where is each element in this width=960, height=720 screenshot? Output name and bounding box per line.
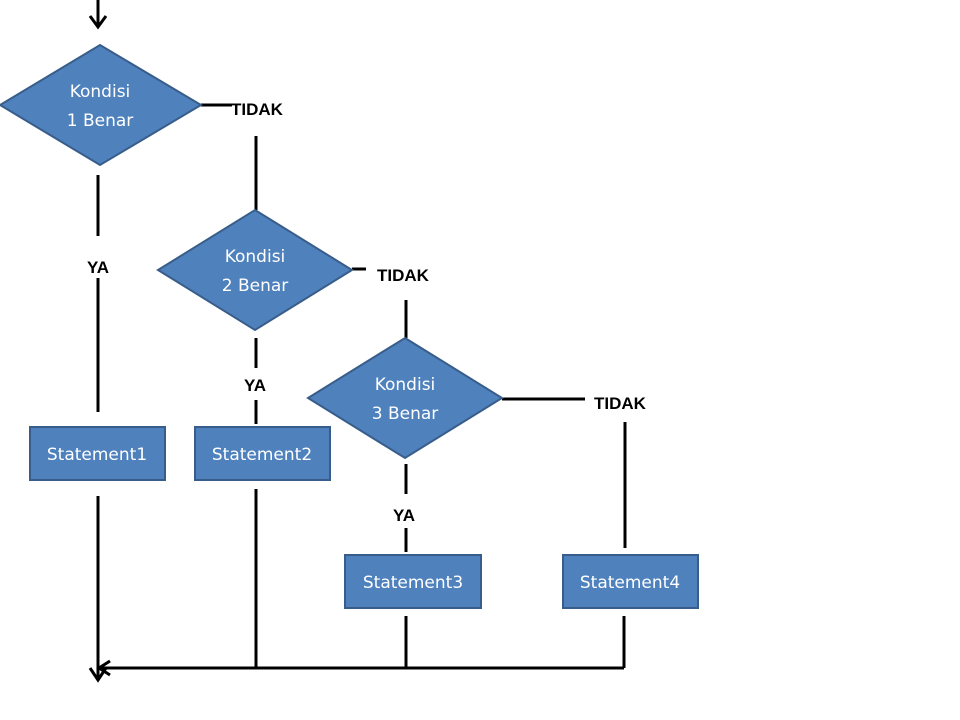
statement-box <box>562 554 699 609</box>
decision-diamond <box>306 336 504 460</box>
yes-label-2: YA <box>244 376 266 395</box>
decision-1: Kondisi 1 Benar <box>0 43 203 167</box>
statement-2: Statement2 <box>194 426 331 481</box>
no-label-3: TIDAK <box>594 394 647 413</box>
statement-1: Statement1 <box>29 426 166 481</box>
decision-line2: 3 Benar <box>372 404 439 424</box>
decision-line1: Kondisi <box>375 375 436 395</box>
decision-line1: Kondisi <box>225 247 286 267</box>
decision-line1: Kondisi <box>70 82 131 102</box>
statement-box <box>344 554 482 609</box>
entry-arrowhead <box>88 15 108 30</box>
statement-label: Statement2 <box>212 445 312 465</box>
connectors <box>88 0 627 683</box>
statement-label: Statement1 <box>47 445 147 465</box>
statement-3: Statement3 <box>344 554 482 609</box>
statement-box <box>29 426 166 481</box>
decision-3: Kondisi 3 Benar <box>306 336 504 460</box>
decision-diamond <box>156 208 354 332</box>
statement-box <box>194 426 331 481</box>
decision-2: Kondisi 2 Benar <box>156 208 354 332</box>
merge-arrowhead <box>96 659 111 677</box>
decision-line2: 2 Benar <box>222 276 289 296</box>
statement-4: Statement4 <box>562 554 699 609</box>
no-label-1: TIDAK <box>231 100 284 119</box>
statement-label: Statement3 <box>363 573 463 593</box>
decision-line2: 1 Benar <box>67 111 134 131</box>
no-label-2: TIDAK <box>377 266 430 285</box>
yes-label-3: YA <box>393 506 415 525</box>
yes-label-1: YA <box>87 258 109 277</box>
decision-diamond <box>0 43 203 167</box>
statement-label: Statement4 <box>580 573 680 593</box>
